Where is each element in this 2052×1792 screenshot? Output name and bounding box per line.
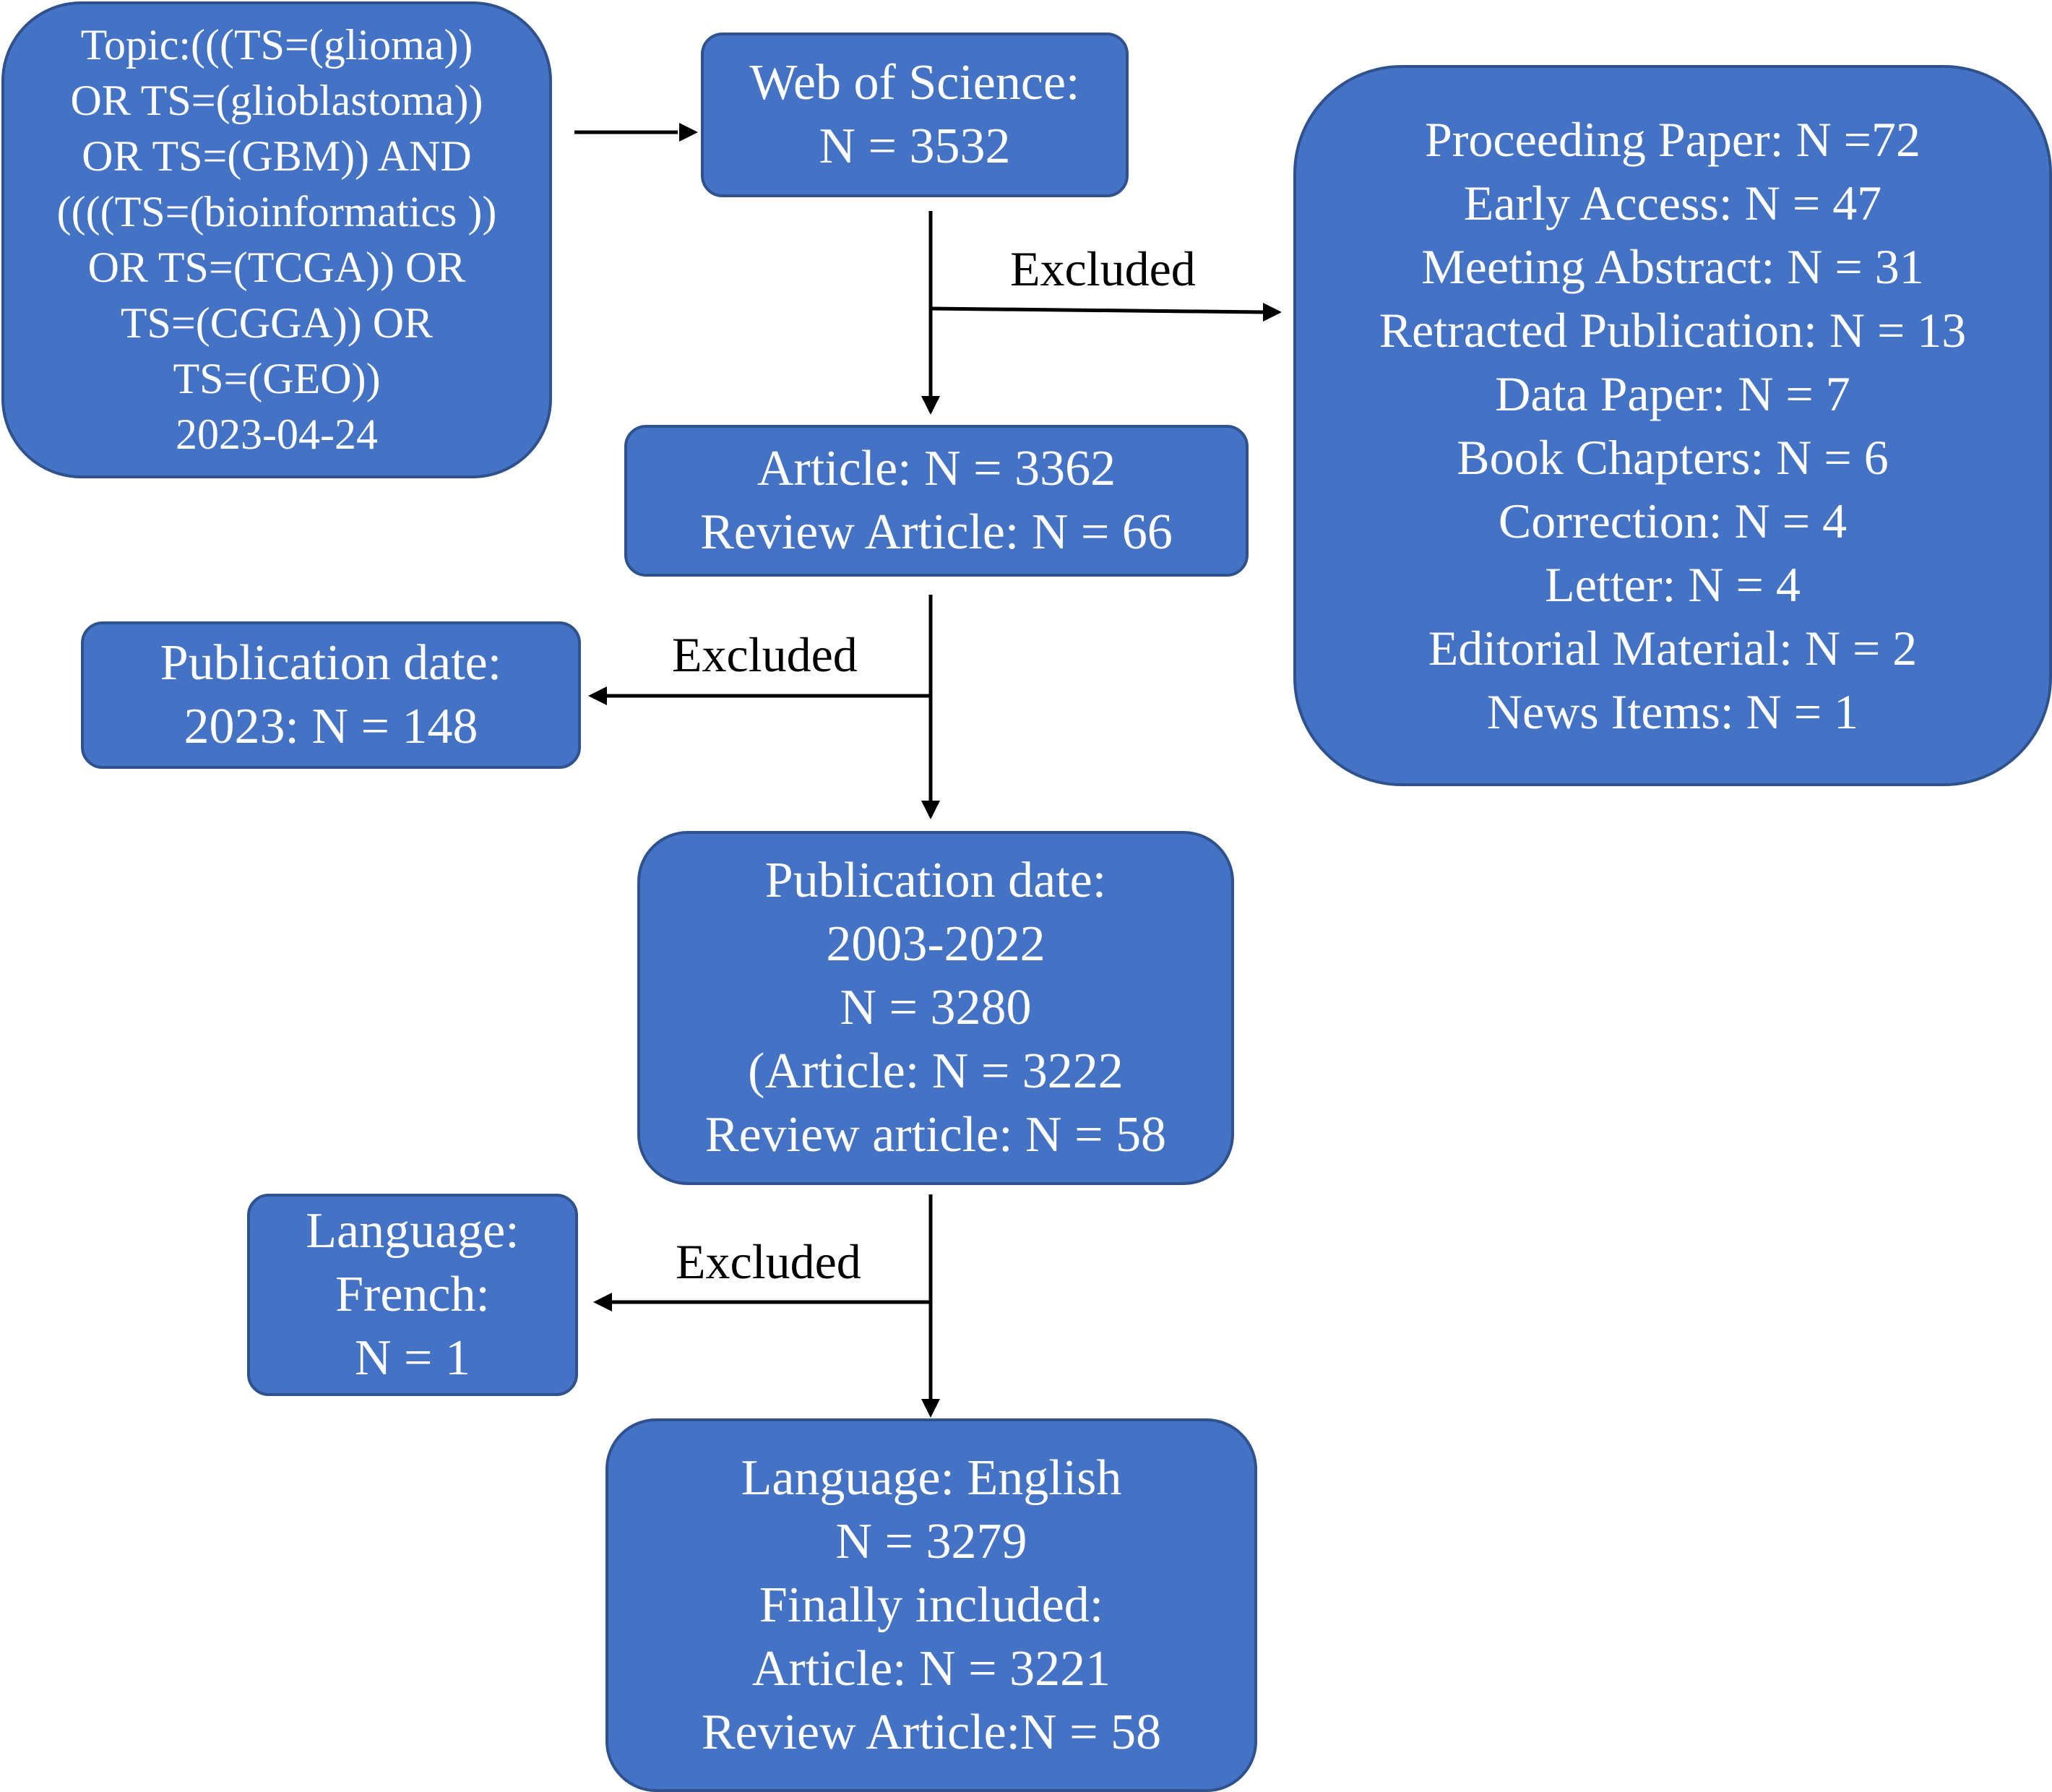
excluded-type-item: Retracted Publication: N = 13 — [1379, 303, 1967, 358]
excluded-type-item: Meeting Abstract: N = 31 — [1421, 239, 1924, 294]
query-line: OR TS=(TCGA)) OR — [87, 244, 466, 291]
arrowhead-date-to-final — [921, 1399, 940, 1418]
arrowhead-wos-to-types — [921, 396, 940, 415]
excluded-label-1: Excluded — [1010, 241, 1196, 296]
query-date: 2023-04-24 — [176, 410, 378, 458]
wos-title: Web of Science: — [749, 55, 1080, 111]
date-range-title: Publication date: — [764, 853, 1107, 908]
arrowhead-types-to-date — [921, 801, 940, 819]
excluded-type-item: News Items: N = 1 — [1486, 684, 1859, 739]
final-language: Language: English — [741, 1449, 1122, 1506]
date-range-reviews: Review article: N = 58 — [704, 1107, 1167, 1163]
arrowhead-query-to-wos — [679, 123, 698, 142]
query-line: Topic:(((TS=(glioma)) — [80, 21, 473, 69]
wos-count: N = 3532 — [819, 119, 1011, 174]
query-line: TS=(CGGA)) OR — [120, 299, 434, 347]
final-articles: Article: N = 3221 — [751, 1640, 1111, 1697]
excluded-type-item: Data Paper: N = 7 — [1495, 366, 1850, 421]
article-count: Article: N = 3362 — [756, 441, 1116, 496]
excluded-language-name: French: — [335, 1267, 490, 1322]
excluded-type-item: Letter: N = 4 — [1545, 557, 1801, 612]
date-range-articles: (Article: N = 3222 — [748, 1043, 1124, 1099]
excluded-language-box: Language: French: N = 1 — [247, 1194, 578, 1396]
excluded-type-item: Correction: N = 4 — [1498, 494, 1848, 548]
excluded-label-2: Excluded — [672, 627, 858, 682]
excluded-date-box: Publication date: 2023: N = 148 — [81, 621, 581, 769]
excluded-document-types-box: Proceeding Paper: N =72 Early Access: N … — [1293, 65, 2052, 786]
excluded-type-item: Proceeding Paper: N =72 — [1424, 112, 1921, 167]
date-range-count: N = 3280 — [840, 980, 1032, 1035]
query-line: OR TS=(GBM)) AND — [82, 132, 472, 180]
excluded-date-title: Publication date: — [160, 635, 502, 691]
search-query-box: Topic:(((TS=(glioma)) OR TS=(glioblastom… — [1, 1, 552, 478]
date-range-box: Publication date: 2003-2022 N = 3280 (Ar… — [637, 831, 1234, 1185]
review-count: Review Article: N = 66 — [700, 504, 1173, 560]
date-range-years: 2003-2022 — [826, 916, 1046, 972]
excluded-language-title: Language: — [306, 1203, 520, 1259]
query-line: ((((TS=(bioinformatics )) — [56, 188, 497, 236]
final-reviews: Review Article:N = 58 — [701, 1704, 1162, 1760]
arrowhead-excluded-date — [588, 686, 607, 705]
final-included-box: Language: English N = 3279 Finally inclu… — [605, 1418, 1257, 1792]
arrowhead-excluded-types — [1263, 303, 1282, 322]
arrow-excluded-types — [930, 306, 1265, 314]
arrowhead-excluded-language — [593, 1293, 612, 1311]
excluded-type-item: Early Access: N = 47 — [1463, 176, 1882, 231]
query-line: TS=(GEO)) — [173, 355, 381, 402]
final-count: N = 3279 — [835, 1513, 1027, 1569]
excluded-type-item: Editorial Material: N = 2 — [1428, 621, 1918, 676]
document-types-box: Article: N = 3362 Review Article: N = 66 — [624, 425, 1249, 577]
web-of-science-box: Web of Science: N = 3532 — [701, 33, 1129, 197]
final-included-title: Finally included: — [759, 1577, 1104, 1633]
excluded-type-item: Book Chapters: N = 6 — [1457, 430, 1889, 485]
excluded-language-count: N = 1 — [354, 1330, 471, 1386]
excluded-date-count: 2023: N = 148 — [184, 699, 478, 754]
query-line: OR TS=(glioblastoma)) — [70, 77, 483, 124]
excluded-label-3: Excluded — [676, 1234, 861, 1289]
